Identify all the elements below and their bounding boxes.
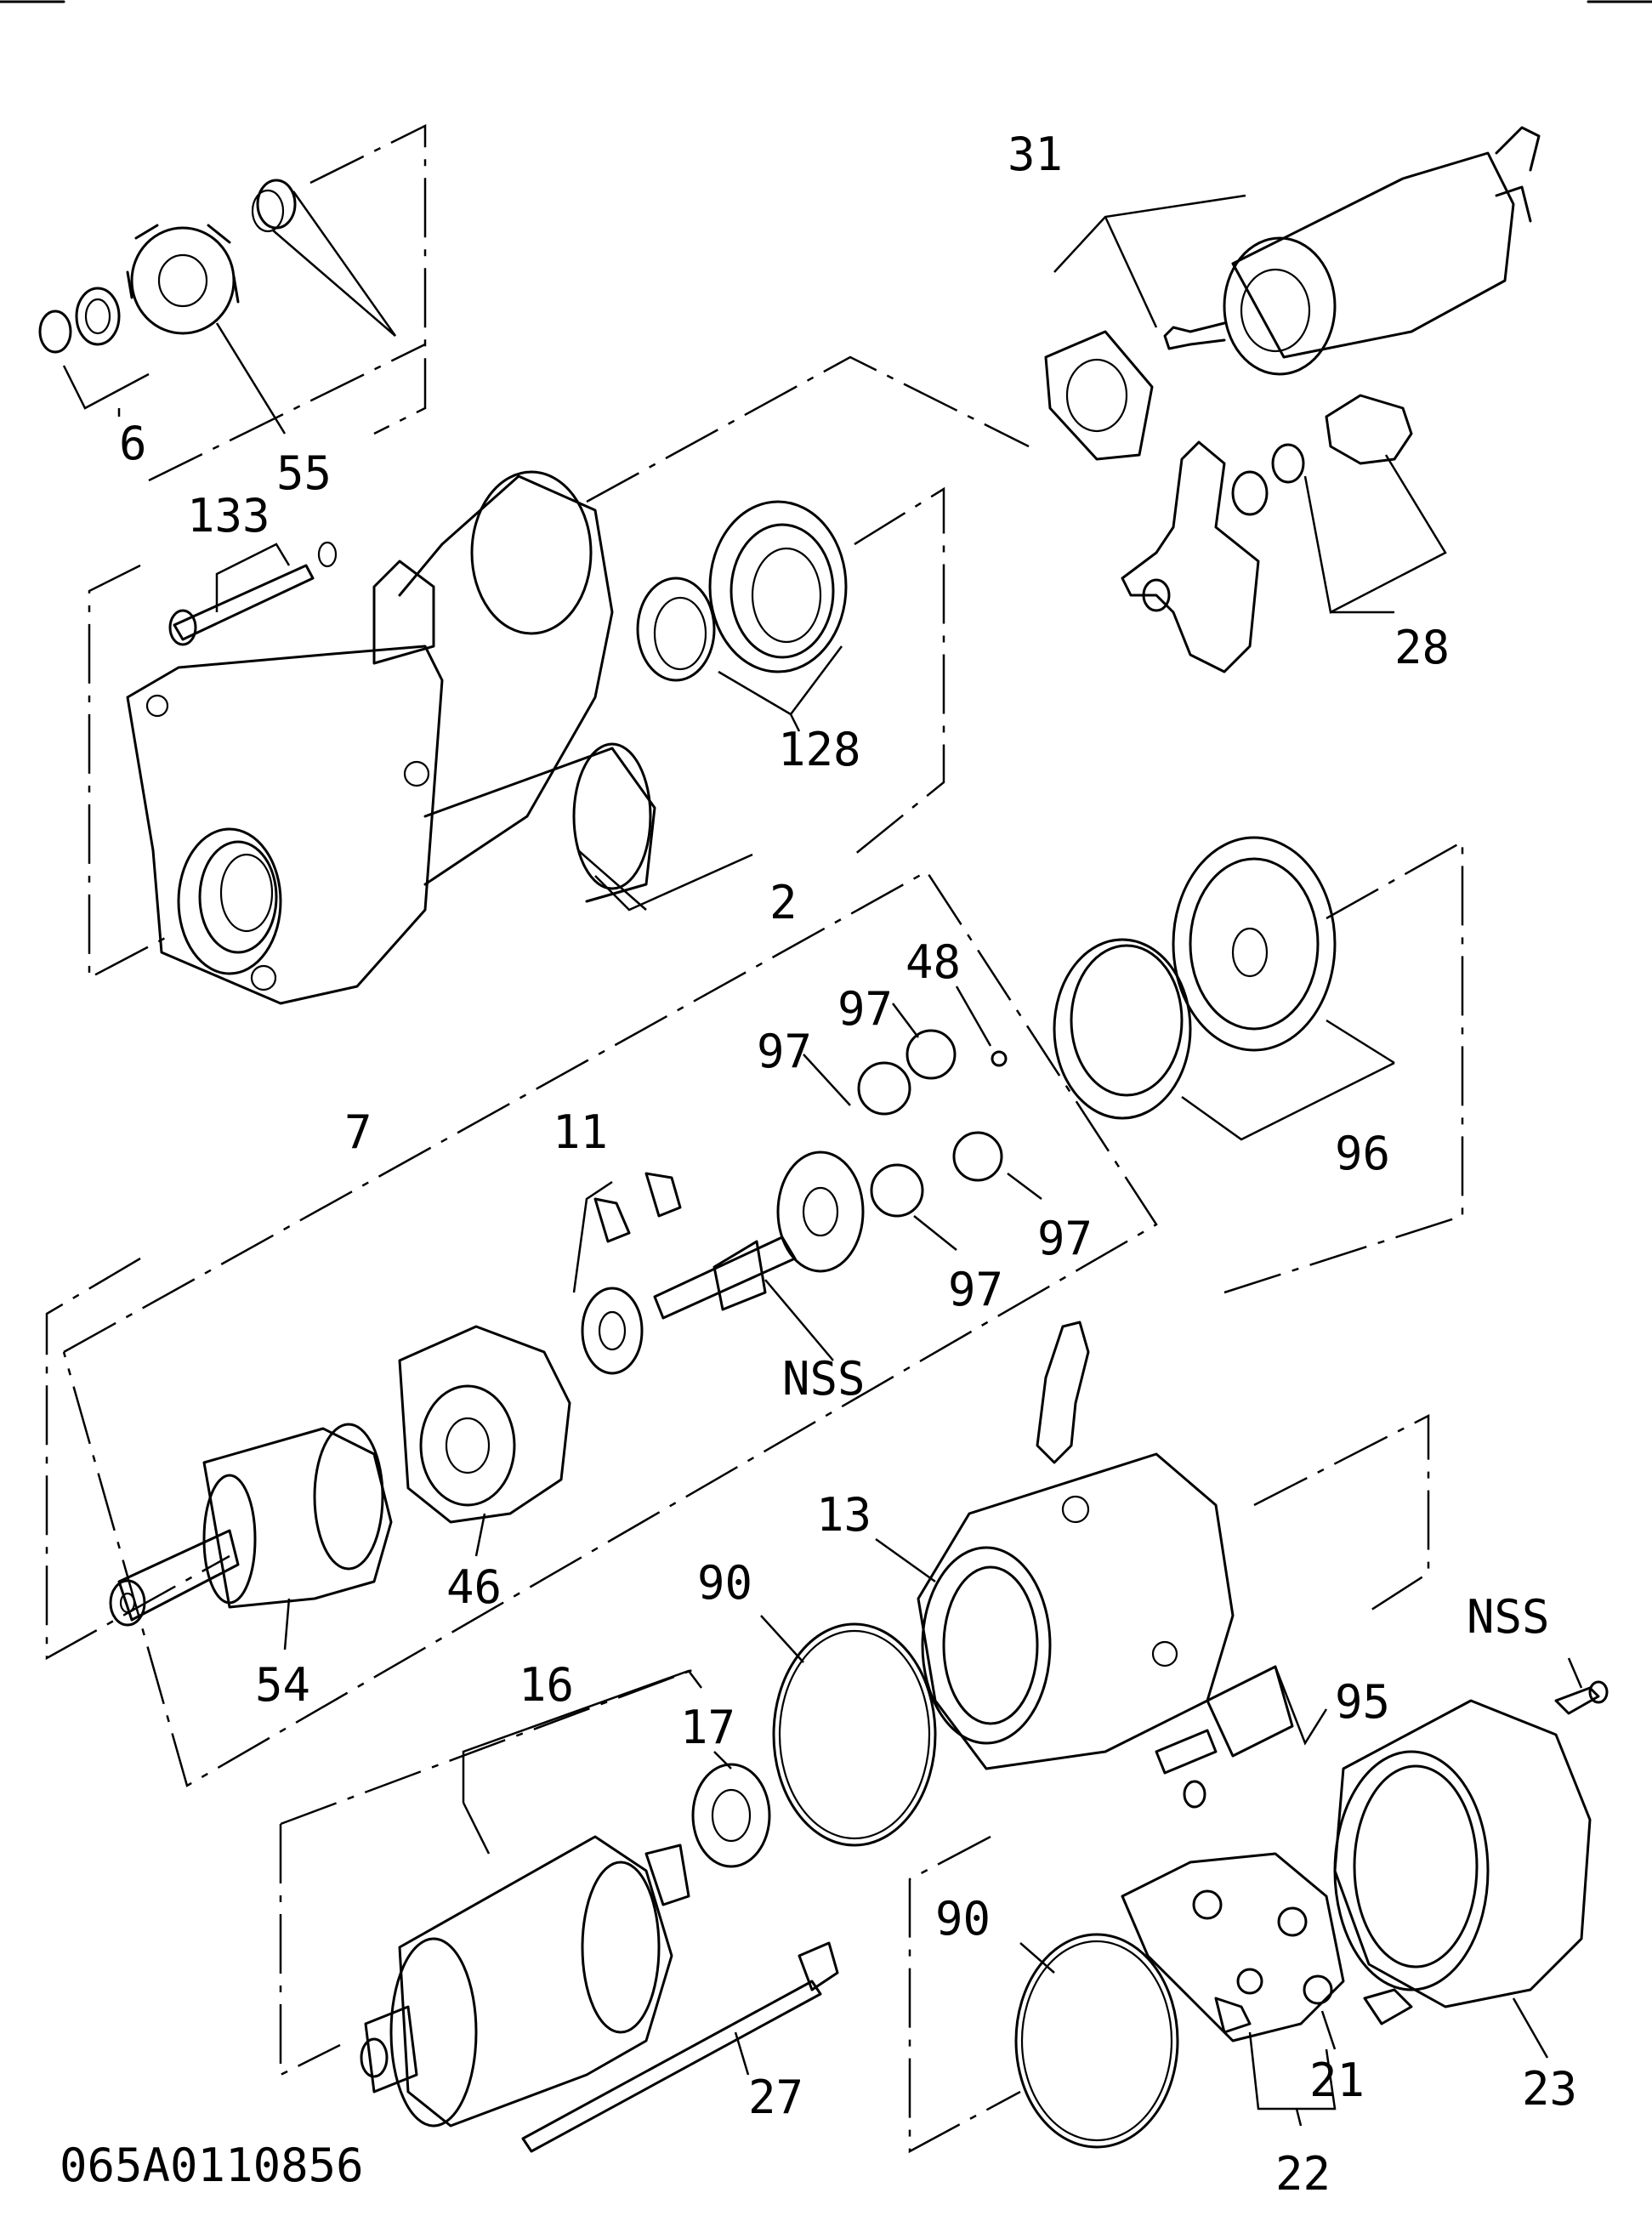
callout-6: 6 (119, 417, 147, 470)
callout-7: 7 (344, 1105, 372, 1159)
callout-95: 95 (1335, 1675, 1390, 1729)
callout-labels: 31 6 55 133 28 128 2 48 97 97 97 97 96 7… (60, 128, 1577, 2201)
brush-holder-assembly[interactable] (1121, 1852, 1413, 2127)
callout-2: 2 (769, 876, 798, 929)
pinion-assembly[interactable] (38, 123, 427, 482)
rear-cover-23[interactable] (1333, 1699, 1592, 2059)
drawing-code: 065A0110856 (60, 2139, 364, 2192)
callout-13: 13 (816, 1488, 871, 1542)
planetary-gear-assembly[interactable] (45, 870, 1158, 1787)
callout-54: 54 (255, 1658, 310, 1712)
bearing-128[interactable] (636, 500, 848, 732)
bolt-133[interactable] (168, 541, 338, 646)
seal-kit-96[interactable] (1053, 836, 1464, 1294)
callout-16: 16 (519, 1658, 574, 1712)
callout-22: 22 (1275, 2147, 1331, 2201)
callout-23: 23 (1522, 2062, 1577, 2116)
clutch-shaft-54[interactable] (109, 1423, 393, 1650)
callout-133: 133 (187, 489, 270, 543)
callout-48: 48 (905, 935, 961, 989)
callout-97-d: 97 (948, 1263, 1003, 1316)
terminal-bracket-95[interactable] (1155, 1657, 1609, 1809)
callout-96: 96 (1335, 1127, 1390, 1180)
armature-16[interactable] (279, 1665, 702, 2128)
solenoid-switch[interactable] (1044, 126, 1541, 461)
o-ring-90-lower[interactable] (908, 1835, 1179, 2154)
callout-90-upper: 90 (697, 1556, 752, 1610)
callout-nss-1: NSS (782, 1352, 866, 1406)
shift-lever[interactable] (1121, 394, 1447, 673)
callout-128: 128 (778, 723, 861, 776)
bearing-17[interactable] (691, 1751, 771, 1868)
callout-28: 28 (1394, 621, 1450, 674)
callout-97-a: 97 (837, 982, 893, 1036)
yoke-assembly-13[interactable] (875, 1321, 1430, 1770)
callout-27: 27 (748, 2071, 803, 2124)
callout-11: 11 (553, 1105, 608, 1159)
o-ring-90-upper[interactable] (760, 1615, 937, 1847)
callout-97-c: 97 (1037, 1212, 1093, 1265)
callout-46: 46 (446, 1560, 502, 1614)
callout-31: 31 (1008, 128, 1063, 181)
callout-nss-2: NSS (1467, 1590, 1550, 1644)
callout-97-b: 97 (757, 1025, 812, 1078)
internal-gear-46[interactable] (398, 1325, 571, 1557)
callout-17: 17 (680, 1701, 735, 1754)
callout-90-lower: 90 (935, 1892, 991, 1946)
callout-55: 55 (276, 446, 332, 500)
through-bolt-27[interactable] (521, 1941, 839, 2153)
drive-housing[interactable] (88, 355, 1030, 1005)
callout-21: 21 (1309, 2054, 1365, 2107)
